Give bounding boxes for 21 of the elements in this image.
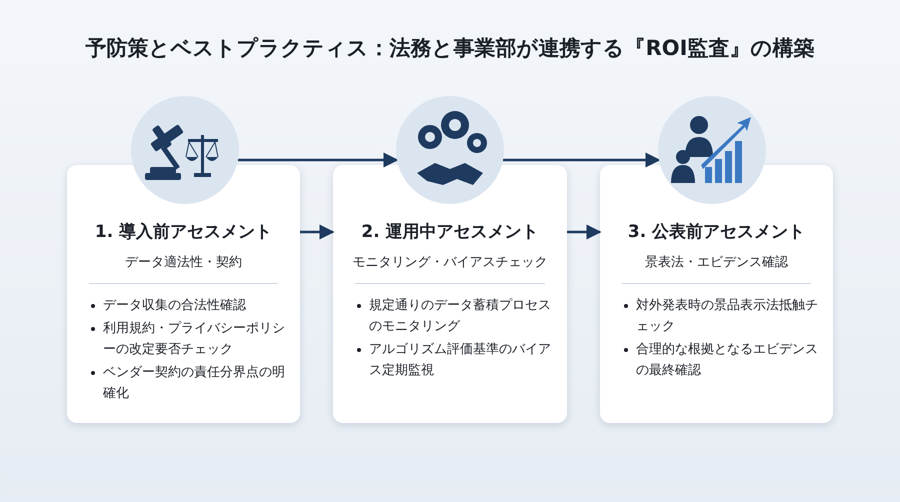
step-card bbox=[600, 165, 833, 423]
arrow bbox=[503, 152, 660, 168]
step-card bbox=[333, 165, 567, 423]
bullet-item: ベンダー契約の責任分界点の明確化 bbox=[89, 362, 286, 404]
bullet-item: 利用規約・プライバシーポリシーの改定要否チェック bbox=[89, 318, 286, 360]
bullet-item: 対外発表時の景品表示法抵触チェック bbox=[622, 295, 819, 337]
bullet-item: データ収集の合法性確認 bbox=[89, 295, 286, 316]
title: 予防策とベストプラクティス：法務と事業部が連携する『ROI監査』の構築 bbox=[86, 35, 814, 62]
card-heading: 3. 公表前アセスメント bbox=[628, 221, 806, 243]
arrow bbox=[567, 224, 602, 240]
arrow bbox=[238, 152, 398, 168]
card-subtitle: モニタリング・バイアスチェック bbox=[352, 254, 548, 271]
step-card bbox=[67, 165, 300, 423]
bullet-item: 合理的な根拠となるエビデンスの最終確認 bbox=[622, 339, 819, 381]
bullet-item: 規定通りのデータ蓄積プロセスのモニタリング bbox=[355, 295, 553, 337]
card-subtitle: データ適法性・契約 bbox=[125, 254, 242, 271]
card-heading: 2. 運用中アセスメント bbox=[361, 221, 539, 243]
bullet-item: アルゴリズム評価基準のバイアス定期監視 bbox=[355, 339, 553, 381]
arrow bbox=[300, 224, 334, 240]
card-subtitle: 景表法・エビデンス確認 bbox=[645, 254, 788, 271]
card-heading: 1. 導入前アセスメント bbox=[94, 221, 272, 243]
